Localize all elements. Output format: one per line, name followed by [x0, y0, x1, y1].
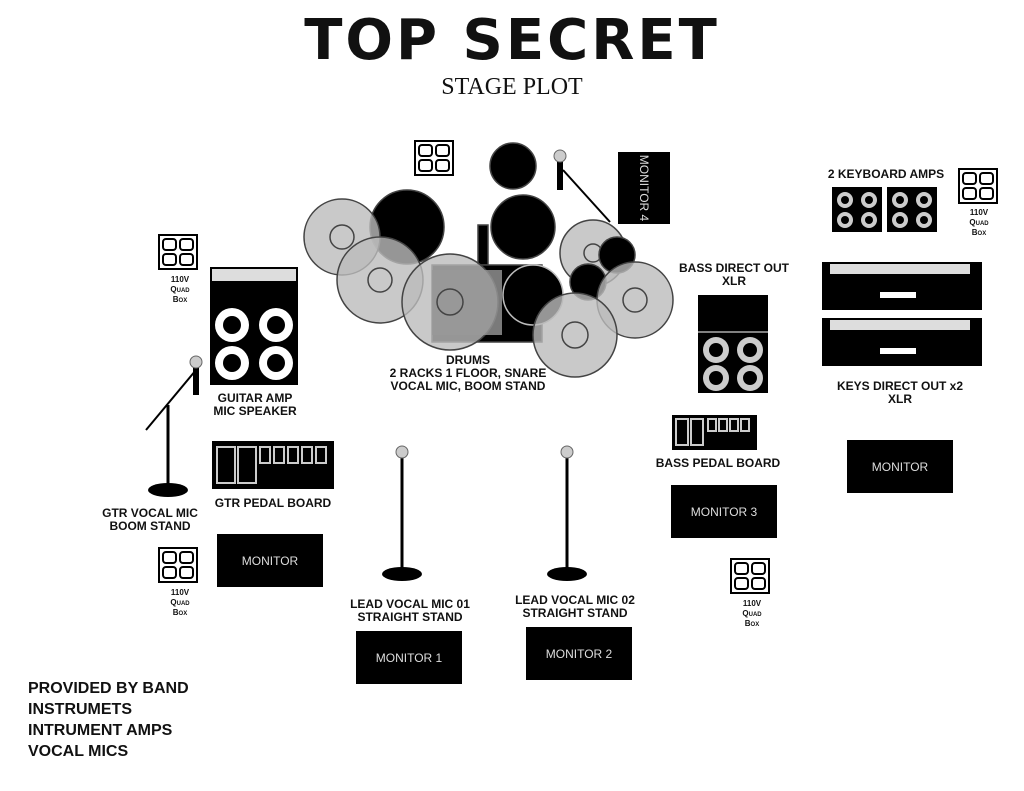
- drum-rack-tom: [490, 194, 556, 260]
- keyboard-amps-icon: [832, 187, 937, 232]
- monitor-3: MONITOR 3: [671, 485, 777, 538]
- monitor-1: MONITOR 1: [356, 631, 462, 684]
- keyboard-amps-label: 2 KEYBOARD AMPS: [827, 167, 945, 181]
- monitor-4-label: MONITOR 4: [637, 154, 652, 222]
- drum-tom: [489, 142, 537, 190]
- drum-vocal-mic-icon: [553, 149, 611, 223]
- provided-item: INSTRUMETS: [28, 701, 132, 718]
- monitor-gtr: MONITOR: [217, 534, 323, 587]
- drum-stand: [477, 224, 489, 266]
- provided-item: VOCAL MICS: [28, 743, 129, 760]
- provided-item: INTRUMENT AMPS: [28, 722, 173, 739]
- monitor-keys: MONITOR: [847, 440, 953, 493]
- cymbal: [532, 292, 618, 378]
- provided-by-band: PROVIDED BY BAND INSTRUMETS INTRUMENT AM…: [28, 678, 189, 762]
- keyboard-icon: [822, 262, 982, 366]
- quad-box-icon: [158, 234, 198, 270]
- title: TOP SECRET: [304, 8, 720, 73]
- quad-box-icon: [158, 547, 198, 583]
- bass-pedal-board-icon: [672, 415, 757, 450]
- monitor-2: MONITOR 2: [526, 627, 632, 680]
- monitor-4: MONITOR 4: [618, 152, 670, 224]
- quad-box-icon: [730, 558, 770, 594]
- lead-mic-01-icon: [382, 445, 422, 581]
- provided-heading: PROVIDED BY BAND: [28, 680, 189, 697]
- subtitle: STAGE PLOT: [441, 74, 583, 100]
- bass-pedal-label: BASS PEDAL BOARD: [655, 456, 781, 470]
- lead-mic-02-icon: [547, 445, 587, 581]
- quad-box-icon: [958, 168, 998, 204]
- gtr-pedal-board-icon: [212, 441, 334, 489]
- gtr-boom-mic-icon: [145, 355, 203, 497]
- gtr-pedal-label: GTR PEDAL BOARD: [214, 496, 332, 510]
- quad-box-icon: [414, 140, 454, 176]
- bass-amp-icon: [698, 295, 768, 393]
- guitar-amp-icon: [210, 267, 298, 385]
